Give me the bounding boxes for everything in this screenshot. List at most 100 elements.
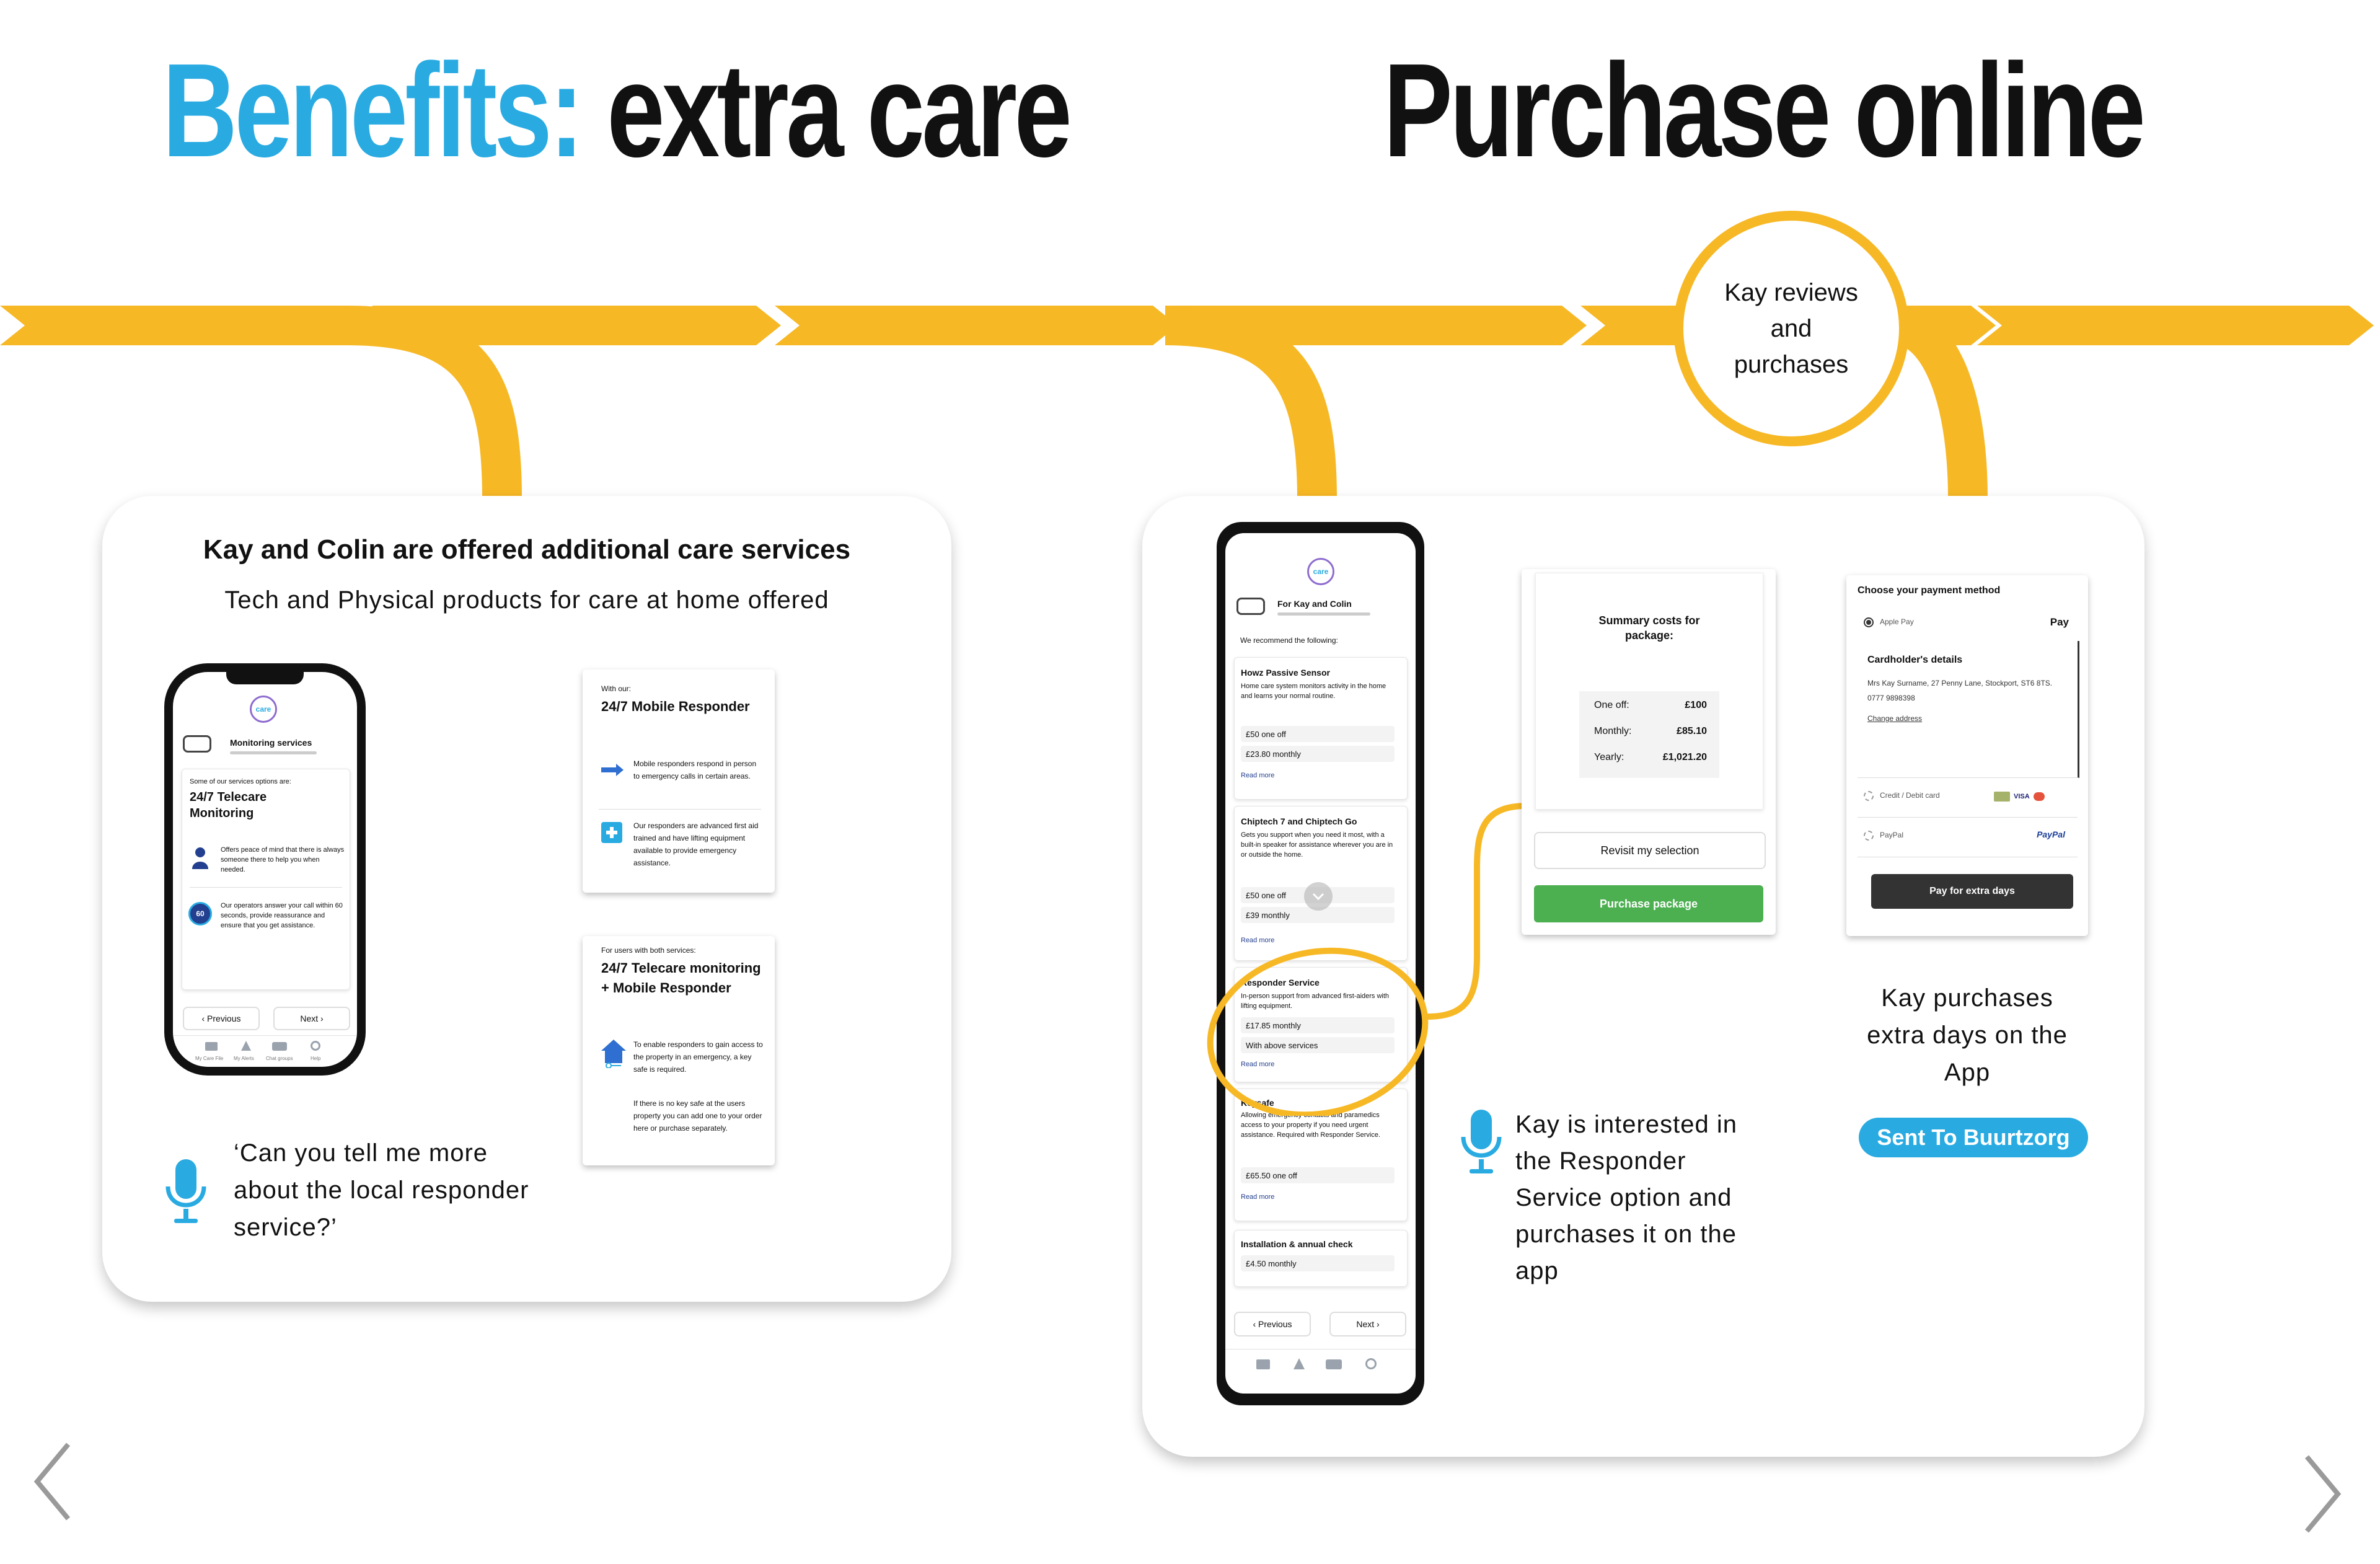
mini2-lead: For users with both services: <box>601 946 696 955</box>
feature-divider <box>190 887 342 888</box>
help-icon[interactable] <box>311 1041 320 1051</box>
purchase-package-button[interactable]: Purchase package <box>1534 885 1763 922</box>
tab-label-alerts[interactable]: My Alerts <box>234 1056 254 1061</box>
change-address-link[interactable]: Change address <box>1867 714 1923 723</box>
previous-button[interactable]: ‹ Previous <box>183 1007 260 1030</box>
product-desc: Home care system monitors activity in th… <box>1241 683 1386 700</box>
mastercard-icon <box>2033 792 2045 801</box>
timeline <box>0 306 2374 500</box>
arrow-line <box>1427 803 1570 1020</box>
cost-value-yearly: £1,021.20 <box>1662 752 1707 762</box>
help-icon[interactable] <box>1365 1358 1377 1369</box>
services-intro: Some of our services options are: <box>190 778 291 785</box>
highlight-annotation <box>1207 947 1429 1116</box>
summary-costs-table: One off: £100 Monthly: £85.10 Yearly: £1… <box>1579 691 1719 778</box>
price-monthly: £4.50 monthly <box>1241 1255 1395 1271</box>
mobile-responder-card: With our: 24/7 Mobile Responder Mobile r… <box>583 669 775 893</box>
folder-icon[interactable] <box>205 1042 218 1051</box>
timeline-branch-mid <box>1165 306 1337 500</box>
chat-icon[interactable] <box>272 1042 287 1051</box>
radio-selected-icon[interactable] <box>1864 617 1874 627</box>
tab-label-care-file[interactable]: My Care File <box>195 1056 224 1061</box>
apple-pay-logo: Pay <box>2050 616 2069 628</box>
price-monthly: £23.80 monthly <box>1241 746 1395 762</box>
apple-pay-label: Apple Pay <box>1880 617 1914 626</box>
next-slide-chevron-right-icon[interactable] <box>2301 1451 2344 1537</box>
previous-button[interactable]: ‹ Previous <box>1234 1312 1311 1336</box>
chevron-down-icon[interactable] <box>1304 882 1333 911</box>
right-progress-bar <box>1277 612 1370 616</box>
care-logo: care <box>250 696 277 723</box>
house-key-icon <box>600 1038 627 1069</box>
price-bundle-note: With above services <box>1241 1037 1395 1053</box>
chat-icon[interactable] <box>1326 1359 1342 1369</box>
heading-benefits-label: Benefits: <box>162 35 584 185</box>
prev-slide-chevron-left-icon[interactable] <box>31 1438 74 1525</box>
tab-label-help[interactable]: Help <box>311 1056 321 1061</box>
care-logo-right: care <box>1307 558 1334 585</box>
revisit-selection-button[interactable]: Revisit my selection <box>1534 832 1766 869</box>
tab-label-chat-groups[interactable]: Chat groups <box>266 1056 293 1061</box>
product-howz-sensor[interactable]: Howz Passive Sensor Home care system mon… <box>1234 657 1408 800</box>
paypal-option[interactable]: PayPal PayPal <box>1858 820 2078 857</box>
product-installation[interactable]: Installation & annual check £4.50 monthl… <box>1234 1230 1408 1287</box>
robot-icon-right <box>1236 598 1265 615</box>
responder-highlight-circle <box>1207 947 1429 1116</box>
next-button[interactable]: Next › <box>1329 1312 1406 1336</box>
right-phone: care For Kay and Colin We recommend the … <box>1217 522 1424 1405</box>
payment-screen: Choose your payment method Apple Pay Pay… <box>1846 575 2088 936</box>
cardholder-details-panel: Cardholder's details Mrs Kay Surname, 27… <box>1858 641 2079 778</box>
mini1-title: 24/7 Mobile Responder <box>601 699 750 714</box>
payment-title: Choose your payment method <box>1858 585 2001 596</box>
responder-arrow-icon <box>600 762 625 777</box>
card-option[interactable]: Credit / Debit card VISA <box>1858 780 2078 818</box>
folder-icon[interactable] <box>1256 1359 1270 1369</box>
cardholder-address: Mrs Kay Surname, 27 Penny Lane, Stockpor… <box>1867 679 2053 702</box>
cardholder-heading: Cardholder's details <box>1867 655 1963 665</box>
bell-icon[interactable] <box>241 1041 251 1051</box>
bell-icon[interactable] <box>1294 1358 1305 1369</box>
heading-benefits-rest: extra care <box>607 35 1072 185</box>
cost-label-monthly: Monthly: <box>1594 726 1632 736</box>
left-card-subtitle: Tech and Physical products for care at h… <box>224 586 829 614</box>
paypal-logo: PayPal <box>2037 829 2065 839</box>
pay-extra-days-button[interactable]: Pay for extra days <box>1871 874 2073 909</box>
read-more-link[interactable]: Read more <box>1241 772 1275 779</box>
right-card: care For Kay and Colin We recommend the … <box>1142 496 2144 1457</box>
progress-bar <box>230 751 317 754</box>
card-logo-icon <box>1994 792 2010 802</box>
visa-logo: VISA <box>2014 793 2030 800</box>
cost-label-yearly: Yearly: <box>1594 752 1624 762</box>
right-phone-screen: care For Kay and Colin We recommend the … <box>1225 533 1416 1394</box>
product-title: Installation & annual check <box>1241 1239 1353 1249</box>
first-aid-icon <box>601 822 622 843</box>
care-logo-right-text: care <box>1313 567 1329 576</box>
robot-icon <box>183 735 211 753</box>
product-chiptech[interactable]: Chiptech 7 and Chiptech Go Gets you supp… <box>1234 806 1408 961</box>
combined-services-card: For users with both services: 24/7 Telec… <box>583 936 775 1165</box>
sent-to-buurtzorg-button[interactable]: Sent To Buurtzorg <box>1859 1118 2088 1157</box>
cost-label-one-off: One off: <box>1594 700 1629 710</box>
apple-pay-option[interactable]: Apple Pay Pay <box>1858 611 2078 636</box>
left-phone-header: Monitoring services <box>230 738 312 748</box>
heading-purchase-online: Purchase online <box>1383 35 2146 185</box>
left-card: Kay and Colin are offered additional car… <box>102 496 951 1302</box>
mini1-divider <box>599 809 761 810</box>
read-more-link[interactable]: Read more <box>1241 1193 1275 1201</box>
read-more-link[interactable]: Read more <box>1241 937 1275 944</box>
product-responder-service[interactable]: Responder Service In-person support from… <box>1234 967 1408 1082</box>
radio-empty-icon[interactable] <box>1864 831 1874 841</box>
timer-60-text: 60 <box>196 909 205 918</box>
microphone-icon <box>164 1159 208 1227</box>
product-title: Howz Passive Sensor <box>1241 668 1330 678</box>
card-option-label: Credit / Debit card <box>1880 791 1940 800</box>
tab-bar <box>1225 1349 1416 1387</box>
radio-empty-icon[interactable] <box>1864 791 1874 801</box>
price-one-off: £50 one off <box>1241 726 1395 742</box>
microphone-icon <box>1460 1110 1503 1178</box>
price-monthly: £17.85 monthly <box>1241 1017 1395 1033</box>
left-phone: care Monitoring services Some of our ser… <box>164 663 366 1076</box>
next-button[interactable]: Next › <box>273 1007 350 1030</box>
read-more-link[interactable]: Read more <box>1241 1061 1275 1068</box>
timeline-chevron <box>1977 306 2374 345</box>
